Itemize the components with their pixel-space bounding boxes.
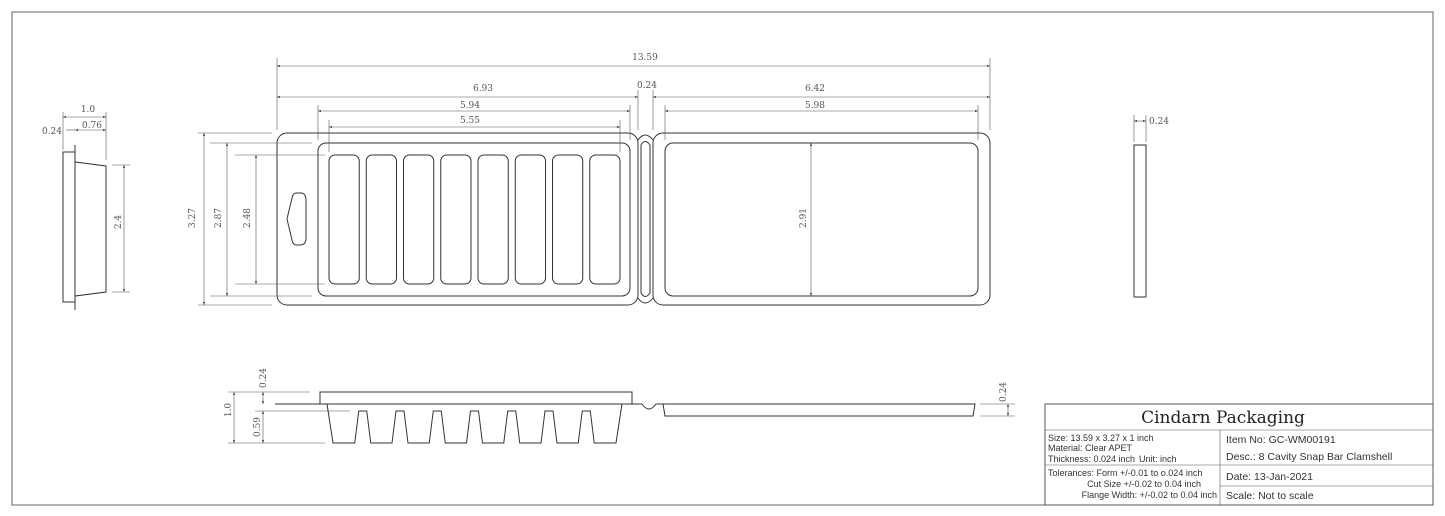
cavity — [514, 154, 546, 285]
cavity — [477, 154, 509, 285]
dim-depth: 1.0 — [81, 105, 96, 115]
dim-lid-inner-height: 2.91 — [799, 208, 809, 228]
cavity-group — [328, 154, 621, 285]
cavity — [552, 154, 584, 285]
dim-overall-length: 13.59 — [632, 53, 658, 63]
tolerance-cut: Cut Size +/-0.02 to 0.04 inch — [1087, 479, 1201, 489]
dim-cavity-depth: 0.76 — [82, 121, 102, 131]
cavity — [403, 154, 435, 285]
description: Desc.: 8 Cavity Snap Bar Clamshell — [1226, 451, 1392, 463]
title-block: Cindarn Packaging Size: 13.59 x 3.27 x 1… — [1044, 403, 1434, 506]
cavity — [365, 154, 397, 285]
tolerance-form: Tolerances: Form +/-0.01 to o.024 inch — [1048, 468, 1202, 478]
section-view: 1.0 0.24 0.59 0.24 — [224, 368, 1015, 444]
dim-cavity-height: 2.4 — [114, 215, 124, 230]
dim-total-depth: 1.0 — [224, 403, 234, 418]
scale: Scale: Not to scale — [1226, 490, 1314, 502]
dim-lid-panel: 6.42 — [805, 84, 825, 94]
hinge — [637, 134, 654, 304]
date: Date: 13-Jan-2021 — [1226, 471, 1313, 483]
dim-overall-height: 3.27 — [188, 208, 198, 228]
cavity — [440, 154, 472, 285]
material-text: Material: Clear APET — [1048, 443, 1133, 453]
size-text: Size: 13.59 x 3.27 x 1 inch — [1048, 433, 1154, 443]
dim-cavity-span: 5.55 — [460, 116, 480, 126]
cavity-section — [326, 403, 623, 444]
dim-flange-inner: 5.94 — [460, 101, 480, 111]
company-name: Cindarn Packaging — [1141, 408, 1305, 428]
dim-flange-depth: 0.24 — [259, 368, 269, 388]
hang-hole — [286, 192, 307, 246]
unit-text: Unit: inch — [1139, 454, 1177, 464]
tolerance-flange: Flange Width: +/-0.02 to 0.04 inch — [1082, 490, 1217, 500]
dim-hinge: 0.24 — [637, 81, 657, 91]
dim-cavity-depth: 0.59 — [253, 417, 263, 437]
dim-lid-inner: 5.98 — [805, 101, 825, 111]
dim-lid-depth-section: 0.24 — [999, 382, 1009, 402]
dim-lid-depth: 0.24 — [1149, 117, 1169, 127]
left-side-view: 1.0 0.76 0.24 2.4 — [42, 105, 130, 310]
dim-blister-panel: 6.93 — [473, 84, 493, 94]
cavity — [589, 154, 621, 285]
cavity — [328, 154, 360, 285]
dim-flange-inner-height: 2.87 — [214, 208, 224, 228]
thickness-text: Thickness: 0.024 inch — [1048, 454, 1135, 464]
drawing-frame — [11, 11, 1434, 506]
hinge-section — [641, 403, 663, 410]
top-view: 13.59 6.93 0.24 6.42 5.94 5.55 5.98 3.27… — [188, 53, 991, 306]
dim-cavity-height: 2.48 — [243, 208, 253, 228]
dim-flange: 0.24 — [42, 127, 62, 137]
right-side-view: 0.24 — [1133, 115, 1169, 298]
item-number: Item No: GC-WM00191 — [1226, 434, 1336, 446]
